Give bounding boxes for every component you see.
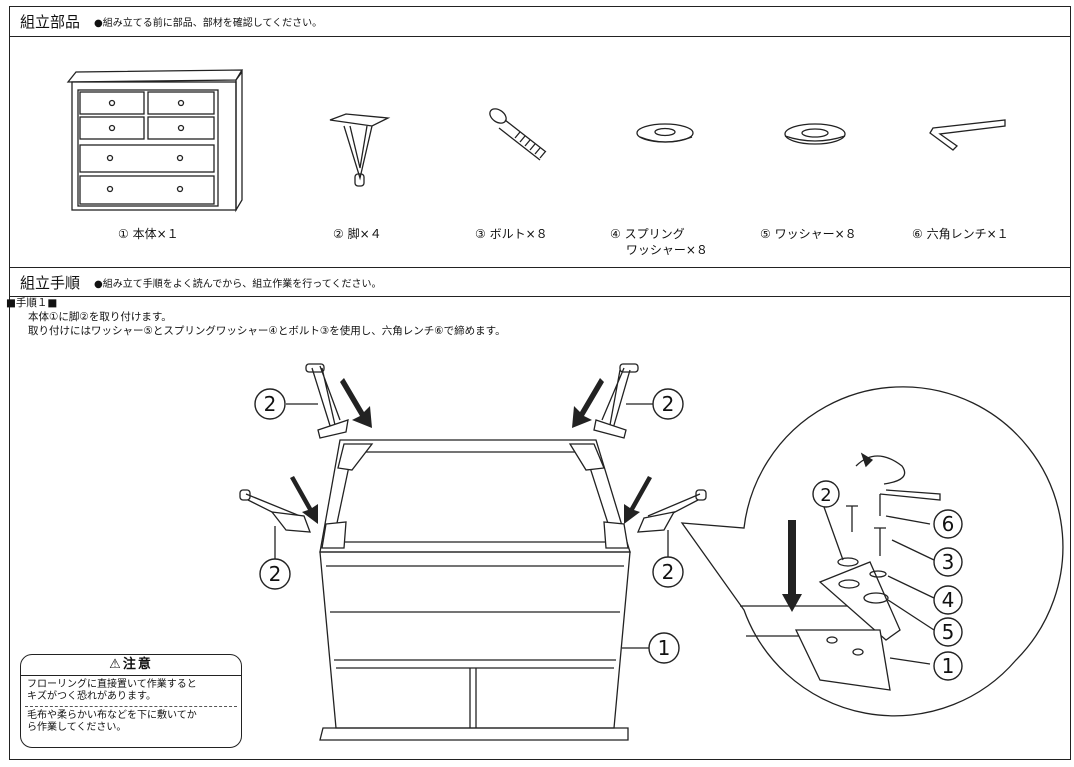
parts-title: 組立部品 <box>20 13 81 31</box>
caution-divider <box>25 706 237 707</box>
callout-leg: 2 <box>662 392 675 416</box>
part-label-body: ① 本体×１ <box>118 227 179 241</box>
direction-arrows <box>290 378 652 524</box>
callout-circles <box>254 388 963 681</box>
spring-washer-drawing <box>636 123 694 143</box>
callout-bolt: 3 <box>942 550 955 574</box>
bolt-drawing <box>489 108 547 161</box>
callout-spring-washer: 4 <box>942 588 955 612</box>
part-label-leg: ② 脚×４ <box>333 227 382 241</box>
caution-title: ⚠注意 <box>21 655 241 676</box>
part-label-washer: ⑤ ワッシャー×８ <box>760 227 857 241</box>
washer-drawing <box>784 123 846 145</box>
wrench-drawing <box>929 119 1006 151</box>
down-arrow-icon <box>782 520 802 612</box>
caution-line2: キズがつく恐れがあります。 <box>27 691 156 702</box>
callout-leg: 2 <box>820 485 831 506</box>
leg-left <box>239 489 311 533</box>
part-label-bolt: ③ ボルト×８ <box>475 227 548 241</box>
instruction-sheet: 組立部品 ●組み立てる前に部品、部材を確認してください。 組立手順 ●組み立て手… <box>9 6 1071 760</box>
step1-main-drawing <box>239 363 707 741</box>
leg-drawing <box>329 113 391 187</box>
chest-drawing <box>66 69 244 213</box>
callout-washer: 5 <box>942 620 955 644</box>
callout-body: 1 <box>942 654 955 678</box>
part-label-wrench: ⑥ 六角レンチ×１ <box>912 227 1009 241</box>
caution-box: ⚠注意 フローリングに直接置いて作業すると キズがつく恐れがあります。 毛布や柔… <box>20 654 242 748</box>
callout-leg: 2 <box>264 392 277 416</box>
step1-line2: 取り付けにはワッシャー⑤とスプリングワッシャー④とボルト③を使用し、六角レンチ⑥… <box>28 325 506 337</box>
leg-top-left <box>305 363 349 439</box>
caution-line4: ら作業してください。 <box>27 722 127 733</box>
step1-title: ■手順１■ <box>6 297 58 309</box>
callout-wrench: 6 <box>942 512 955 536</box>
callout-leg: 2 <box>269 562 282 586</box>
zoom-bubble <box>680 386 1064 717</box>
parts-header: 組立部品 ●組み立てる前に部品、部材を確認してください。 <box>10 7 1070 37</box>
part-label-spring-washer: ④ スプリング ワッシャー×８ <box>610 227 708 257</box>
callout-leg: 2 <box>662 560 675 584</box>
caution-line1: フローリングに直接置いて作業すると <box>27 679 197 690</box>
steps-header: 組立手順 ●組み立て手順をよく読んでから、組立作業を行ってください。 <box>10 267 1070 297</box>
caution-line3: 毛布や柔らかい布などを下に敷いてか <box>27 710 197 721</box>
steps-note: ●組み立て手順をよく読んでから、組立作業を行ってください。 <box>94 278 382 290</box>
leg-right <box>636 489 707 533</box>
callout-body: 1 <box>658 636 671 660</box>
steps-title: 組立手順 <box>20 273 81 292</box>
step1-line1: 本体①に脚②を取り付けます。 <box>28 311 172 323</box>
leg-top-right <box>593 363 639 439</box>
callout-numbers: 2 2 2 2 1 2 6 3 4 5 1 <box>264 392 955 678</box>
step1-text: ■手順１■ 本体①に脚②を取り付けます。 取り付けにはワッシャー⑤とスプリングワ… <box>6 296 506 338</box>
parts-note: ●組み立てる前に部品、部材を確認してください。 <box>94 18 323 29</box>
